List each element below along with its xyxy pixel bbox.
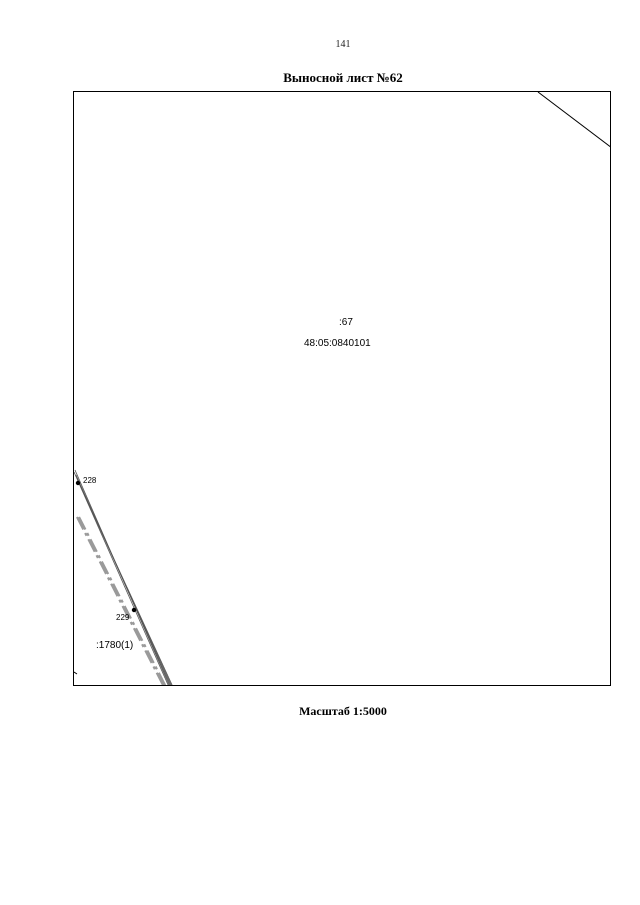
map-canvas: 228 229 :67 48:05:0840101 :1780(1) bbox=[74, 92, 610, 685]
point-label-229: 229 bbox=[116, 613, 130, 622]
sheet-title: Выносной лист №62 bbox=[283, 70, 403, 85]
page-number: 141 bbox=[335, 39, 351, 50]
boundary-line-top-right bbox=[537, 92, 610, 148]
hatched-boundary bbox=[74, 469, 173, 685]
adjacent-parcel-label: :1780(1) bbox=[96, 640, 133, 651]
point-label-228: 228 bbox=[83, 476, 97, 485]
map-frame: 228 229 :67 48:05:0840101 :1780(1) bbox=[73, 91, 611, 686]
boundary-tick-left bbox=[74, 671, 78, 675]
scale-label: Масштаб 1:5000 bbox=[299, 704, 387, 718]
dashed-boundary bbox=[76, 516, 167, 685]
parcel-number-label: :67 bbox=[339, 317, 353, 328]
boundary-point-229 bbox=[131, 607, 137, 613]
cadastral-quarter-label: 48:05:0840101 bbox=[304, 338, 371, 349]
boundary-point-228 bbox=[75, 480, 81, 486]
